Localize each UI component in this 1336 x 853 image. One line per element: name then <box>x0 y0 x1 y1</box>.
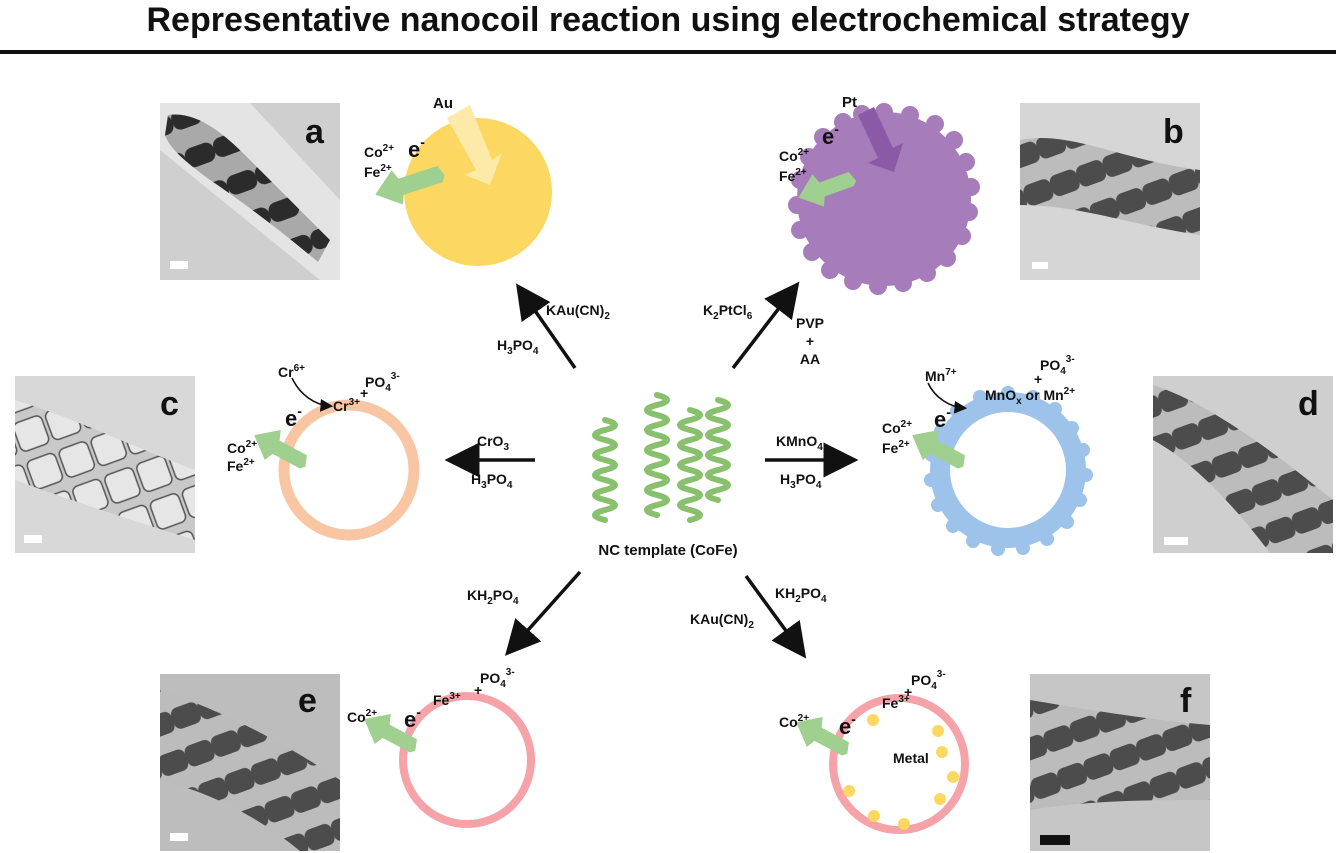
reagent-f-bottom: KAu(CN)2 <box>690 611 754 631</box>
ion-release-arrow-c <box>254 429 307 469</box>
ion-co-b: Co2+ <box>779 147 809 164</box>
reagent-b-aa: AA <box>800 351 820 367</box>
electron-label-a: e- <box>408 134 425 162</box>
reagent-c-bottom: H3PO4 <box>471 471 513 491</box>
phosphate-f: PO43- <box>911 669 946 692</box>
product-c: Cr3+ <box>333 397 360 414</box>
product-e: Fe3+ <box>433 691 461 708</box>
au-deposit-arrow <box>447 105 502 185</box>
tem-image-e: e <box>160 674 340 851</box>
schematic-d: Mn7+ MnOx or Mn2+ + PO43- e- Co2+ Fe2+ <box>882 354 1093 556</box>
schematic-f: Metal Fe3+ + PO43- e- Co2+ <box>779 669 969 834</box>
pink-shell <box>399 692 535 828</box>
panel-letter-d: d <box>1298 385 1319 423</box>
product-d: MnOx or Mn2+ <box>985 386 1075 407</box>
center-label: NC template (CoFe) <box>598 542 737 559</box>
ion-release-arrow-b <box>798 171 857 207</box>
plus-e: + <box>474 682 482 698</box>
deposit-label-b: Pt <box>842 94 857 111</box>
ion-fe-b: Fe2+ <box>779 167 807 184</box>
ion-fe-c: Fe2+ <box>227 457 255 474</box>
arrow-to-a <box>515 283 577 370</box>
ion-release-arrow-e <box>364 713 417 753</box>
arrow-to-b <box>731 281 800 370</box>
ion-co-d: Co2+ <box>882 419 912 436</box>
deposit-label-a: Au <box>433 95 453 112</box>
panel-letter-c: c <box>160 385 179 423</box>
plus-f: + <box>904 684 912 700</box>
metal-label: Metal <box>893 750 929 766</box>
panel-letter-b: b <box>1163 113 1184 151</box>
reagent-f-top: KH2PO4 <box>775 585 827 605</box>
product-f: Fe3+ <box>882 694 910 711</box>
title-divider <box>0 50 1336 54</box>
ion-release-arrow-a <box>375 165 445 205</box>
panel-letter-f: f <box>1180 682 1192 720</box>
mn-surface-bumps <box>924 386 1093 556</box>
electron-label-e: e- <box>404 704 421 732</box>
arrow-to-e <box>504 570 582 656</box>
tem-image-d: d <box>1153 376 1333 553</box>
electron-label-b: e- <box>822 121 839 149</box>
oxidant-c: Cr6+ <box>278 363 305 380</box>
tem-image-a: a <box>160 103 340 280</box>
tem-image-b: b <box>1020 103 1200 280</box>
blue-shell <box>930 392 1086 548</box>
phosphate-d: PO43- <box>1040 354 1075 377</box>
schematic-a: Au e- Co2+ Fe2+ <box>364 95 552 266</box>
ion-release-arrow-f <box>796 716 849 756</box>
electron-label-c: e- <box>285 403 302 431</box>
pt-particle <box>797 112 971 286</box>
pt-surface-bumps <box>788 103 980 295</box>
ion-fe-d: Fe2+ <box>882 439 910 456</box>
oxidant-d: Mn7+ <box>925 367 957 384</box>
nc-template-coils <box>592 392 731 523</box>
panel-letter-e: e <box>298 682 317 720</box>
ion-co-a: Co2+ <box>364 143 394 160</box>
reagent-b-top: K2PtCl6 <box>703 302 753 322</box>
reagent-b-plus: + <box>806 333 814 349</box>
reagent-a-top: KAu(CN)2 <box>546 302 610 322</box>
peach-shell <box>278 399 420 541</box>
schematic-b: Pt e- Co2+ Fe2+ <box>779 94 980 295</box>
arrow-to-f <box>744 574 807 659</box>
ion-fe-a: Fe2+ <box>364 163 392 180</box>
reagent-b-pvp: PVP <box>796 315 824 331</box>
ion-co-e: Co2+ <box>347 708 377 725</box>
reagent-d-bottom: H3PO4 <box>780 471 822 491</box>
electron-label-d: e- <box>934 404 951 432</box>
phosphate-e: PO43- <box>480 667 515 690</box>
pink-shell-f <box>829 694 969 834</box>
reagent-e-top: KH2PO4 <box>467 587 519 607</box>
figure-title: Representative nanocoil reaction using e… <box>146 1 1190 39</box>
tem-image-c: c <box>15 376 195 553</box>
reagent-c-top: CrO3 <box>477 433 509 453</box>
plus-c: + <box>360 385 368 401</box>
reagent-a-bottom: H3PO4 <box>497 337 539 357</box>
gold-particle <box>404 118 552 266</box>
ion-co-c: Co2+ <box>227 439 257 456</box>
electron-label-f: e- <box>839 711 856 739</box>
phosphate-c: PO43- <box>365 371 400 394</box>
schematic-e: Fe3+ + PO43- e- Co2+ <box>347 667 535 828</box>
metal-nanoparticles <box>843 714 959 830</box>
mn-reduction-arrow <box>927 382 968 414</box>
schematic-c: Cr6+ Cr3+ + PO43- e- Co2+ Fe2+ <box>227 363 420 541</box>
cr-reduction-arrow <box>291 377 334 412</box>
reagent-d-top: KMnO4 <box>776 433 823 453</box>
tem-image-f: f <box>1030 674 1210 851</box>
plus-d: + <box>1034 371 1042 387</box>
ion-co-f: Co2+ <box>779 713 809 730</box>
pt-deposit-arrow <box>858 107 903 172</box>
ion-release-arrow-d <box>912 429 965 469</box>
panel-letter-a: a <box>305 113 325 151</box>
